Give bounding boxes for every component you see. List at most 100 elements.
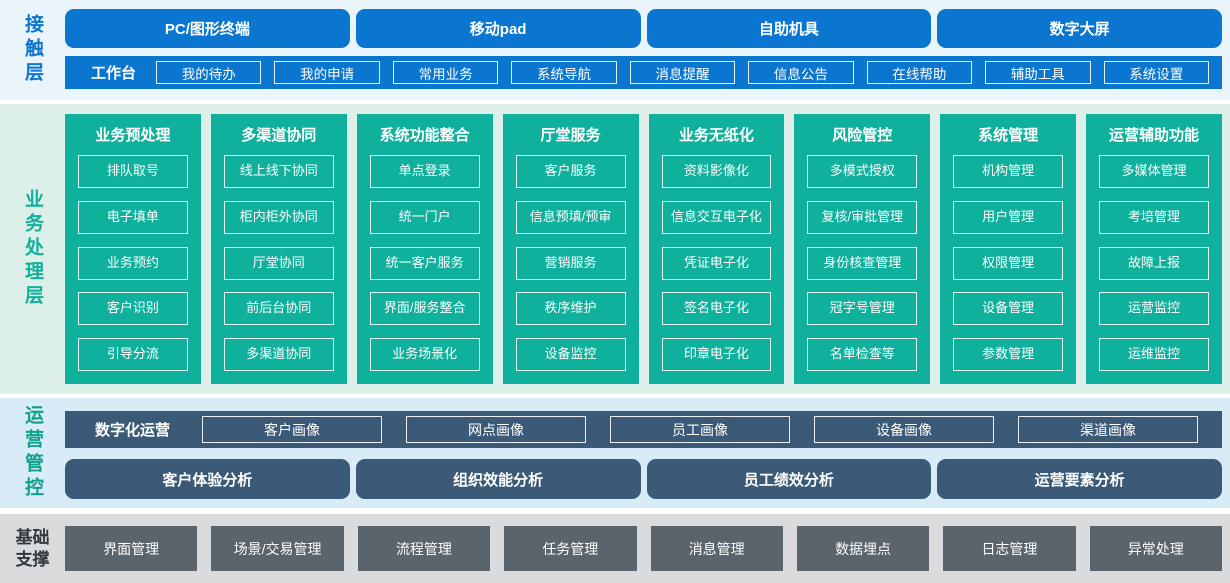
business-column-title: 业务无纸化 — [678, 127, 754, 144]
business-module-box: 权限管理 — [953, 246, 1064, 280]
contact-layer-content: PC/图形终端 移动pad 自助机具 数字大屏 工作台 我的待办 我的申请 — [65, 0, 1230, 100]
business-module-box: 业务预约 — [78, 246, 188, 280]
workbench-item: 我的待办 — [156, 61, 262, 84]
foundation-module: 消息管理 — [650, 526, 783, 571]
workbench-bar: 工作台 我的待办 我的申请 常用业务 系统导航 消息提醒 信息公告 — [65, 56, 1222, 89]
business-column-items: 资料影像化 信息交互电子化 凭证电子化 签名电子化 印章电子化 — [661, 155, 772, 371]
workbench-label: 工作台 — [91, 65, 137, 82]
business-module-box: 营销服务 — [515, 246, 626, 280]
business-module-box: 考培管理 — [1099, 200, 1209, 234]
terminal-channel-block: PC/图形终端 — [65, 9, 350, 48]
operations-layer-content: 数字化运营 客户画像 网点画像 员工画像 设备画像 渠道画像 — [65, 398, 1230, 508]
business-column: 系统功能整合 单点登录 统一门户 统一客户服务 界面/服务整合 — [356, 114, 493, 384]
business-module-box: 故障上报 — [1099, 246, 1209, 280]
foundation-module: 界面管理 — [65, 526, 198, 571]
business-column-title: 系统管理 — [978, 127, 1039, 144]
business-module-box: 界面/服务整合 — [369, 292, 480, 326]
business-module-box: 设备管理 — [953, 292, 1064, 326]
workbench-item: 我的申请 — [274, 61, 380, 84]
business-column-items: 多媒体管理 考培管理 故障上报 运营监控 运维监控 — [1099, 155, 1209, 371]
business-module-box: 前后台协同 — [223, 292, 334, 326]
business-module-box: 运营监控 — [1099, 292, 1209, 326]
profile-item: 客户画像 — [202, 416, 383, 443]
business-module-box: 运维监控 — [1099, 338, 1209, 371]
contact-layer-label-column: 接触层 — [0, 0, 65, 100]
business-column-items: 线上线下协同 柜内柜外协同 厅堂协同 前后台协同 多渠道协同 — [223, 155, 334, 371]
business-module-box: 业务场景化 — [369, 338, 480, 371]
business-column-items: 客户服务 信息预填/预审 营销服务 秩序维护 设备监控 — [515, 155, 626, 371]
profile-item: 员工画像 — [610, 416, 791, 443]
business-module-box: 柜内柜外协同 — [223, 200, 334, 234]
foundation-layer-label-column: 基础支撑 — [0, 514, 65, 583]
workbench-item: 消息提醒 — [629, 61, 736, 84]
foundation-module: 流程管理 — [357, 526, 491, 571]
business-module-box: 信息预填/预审 — [515, 200, 626, 234]
business-column-items: 单点登录 统一门户 统一客户服务 界面/服务整合 业务场景化 — [369, 155, 480, 371]
contact-layer-band: 接触层 PC/图形终端 移动pad 自助机具 数字大屏 工作台 我的待 — [0, 0, 1230, 100]
foundation-layer-content: 界面管理 场景/交易管理 流程管理 任务管理 消息管理 数据埋点 日志管理 异常… — [65, 514, 1230, 583]
workbench-items: 我的待办 我的申请 常用业务 系统导航 消息提醒 信息公告 在线帮助 辅助工具 — [156, 61, 1209, 84]
business-column: 风险管控 多模式授权 复核/审批管理 身份核查管理 冠字号管理 — [794, 114, 931, 384]
foundation-module: 日志管理 — [943, 526, 1076, 571]
operations-layer-label-column: 运营管控 — [0, 398, 65, 508]
business-layer-band: 业务处理层 业务预处理 排队取号 电子填单 业务预 — [0, 104, 1230, 394]
analysis-block: 员工绩效分析 — [646, 459, 932, 499]
foundation-row: 界面管理 场景/交易管理 流程管理 任务管理 消息管理 数据埋点 日志管理 异常… — [65, 526, 1222, 571]
foundation-module: 异常处理 — [1089, 526, 1222, 571]
business-module-box: 冠字号管理 — [807, 292, 918, 326]
business-module-box: 电子填单 — [78, 200, 188, 234]
business-module-box: 名单检查等 — [807, 338, 918, 371]
business-module-box: 多渠道协同 — [223, 338, 334, 371]
business-column-title: 运营辅助功能 — [1109, 127, 1200, 144]
digital-ops-bar: 数字化运营 客户画像 网点画像 员工画像 设备画像 渠道画像 — [65, 411, 1222, 448]
business-module-box: 厅堂协同 — [223, 246, 334, 280]
analysis-block: 组织效能分析 — [355, 459, 641, 499]
business-column-title: 风险管控 — [832, 127, 893, 144]
contact-layer-label: 接触层 — [22, 14, 43, 86]
business-module-box: 统一门户 — [369, 200, 480, 234]
profile-item: 网点画像 — [406, 416, 587, 443]
business-module-box: 身份核查管理 — [807, 246, 918, 280]
terminal-channel-block: 数字大屏 — [937, 9, 1222, 48]
business-module-box: 复核/审批管理 — [807, 200, 918, 234]
business-layer-label-column: 业务处理层 — [0, 104, 65, 394]
business-column: 多渠道协同 线上线下协同 柜内柜外协同 厅堂协同 前后台协同 — [210, 114, 347, 384]
business-module-box: 凭证电子化 — [661, 246, 772, 280]
business-column-items: 排队取号 电子填单 业务预约 客户识别 引导分流 — [78, 155, 188, 371]
analysis-block: 客户体验分析 — [65, 459, 350, 499]
business-module-box: 排队取号 — [78, 155, 188, 188]
business-module-box: 设备监控 — [515, 338, 626, 371]
business-column-title: 业务预处理 — [95, 127, 171, 144]
business-module-box: 用户管理 — [953, 200, 1064, 234]
business-module-box: 单点登录 — [369, 155, 480, 188]
business-column-title: 系统功能整合 — [379, 127, 470, 144]
terminal-row: PC/图形终端 移动pad 自助机具 数字大屏 — [65, 9, 1222, 48]
workbench-item: 在线帮助 — [866, 61, 973, 84]
operations-layer-band: 运营管控 数字化运营 客户画像 网点画像 员工画像 设备画像 渠道画像 — [0, 398, 1230, 508]
foundation-module: 任务管理 — [504, 526, 637, 571]
business-column: 系统管理 机构管理 用户管理 权限管理 设备管理 — [940, 114, 1077, 384]
operations-layer-label: 运营管控 — [22, 405, 43, 501]
business-columns: 业务预处理 排队取号 电子填单 业务预约 客户识别 — [65, 114, 1222, 384]
business-column: 运营辅助功能 多媒体管理 考培管理 故障上报 运营监控 — [1086, 114, 1222, 384]
business-column: 业务无纸化 资料影像化 信息交互电子化 凭证电子化 签名电子化 — [648, 114, 785, 384]
profile-item: 渠道画像 — [1018, 416, 1199, 443]
foundation-module: 数据埋点 — [796, 526, 930, 571]
foundation-module: 场景/交易管理 — [211, 526, 344, 571]
business-module-box: 机构管理 — [953, 155, 1064, 188]
business-layer-label: 业务处理层 — [22, 189, 43, 309]
business-column: 业务预处理 排队取号 电子填单 业务预约 客户识别 — [65, 114, 201, 384]
foundation-layer-label: 基础支撑 — [15, 528, 50, 569]
business-column-items: 多模式授权 复核/审批管理 身份核查管理 冠字号管理 名单检查等 — [807, 155, 918, 371]
workbench-item: 常用业务 — [392, 61, 499, 84]
workbench-item: 信息公告 — [748, 61, 854, 84]
business-module-box: 参数管理 — [953, 338, 1064, 371]
business-layer-content: 业务预处理 排队取号 电子填单 业务预约 客户识别 — [65, 104, 1230, 394]
business-module-box: 多模式授权 — [807, 155, 918, 188]
business-column: 厅堂服务 客户服务 信息预填/预审 营销服务 秩序维护 — [502, 114, 639, 384]
business-column-title: 多渠道协同 — [241, 127, 317, 144]
analysis-row: 客户体验分析 组织效能分析 员工绩效分析 运营要素分析 — [65, 459, 1222, 499]
foundation-layer-band: 基础支撑 界面管理 场景/交易管理 流程管理 任务管理 消息管理 数据埋点 日志… — [0, 514, 1230, 583]
terminal-channel-block: 移动pad — [355, 9, 641, 48]
digital-ops-items: 客户画像 网点画像 员工画像 设备画像 渠道画像 — [202, 416, 1199, 443]
